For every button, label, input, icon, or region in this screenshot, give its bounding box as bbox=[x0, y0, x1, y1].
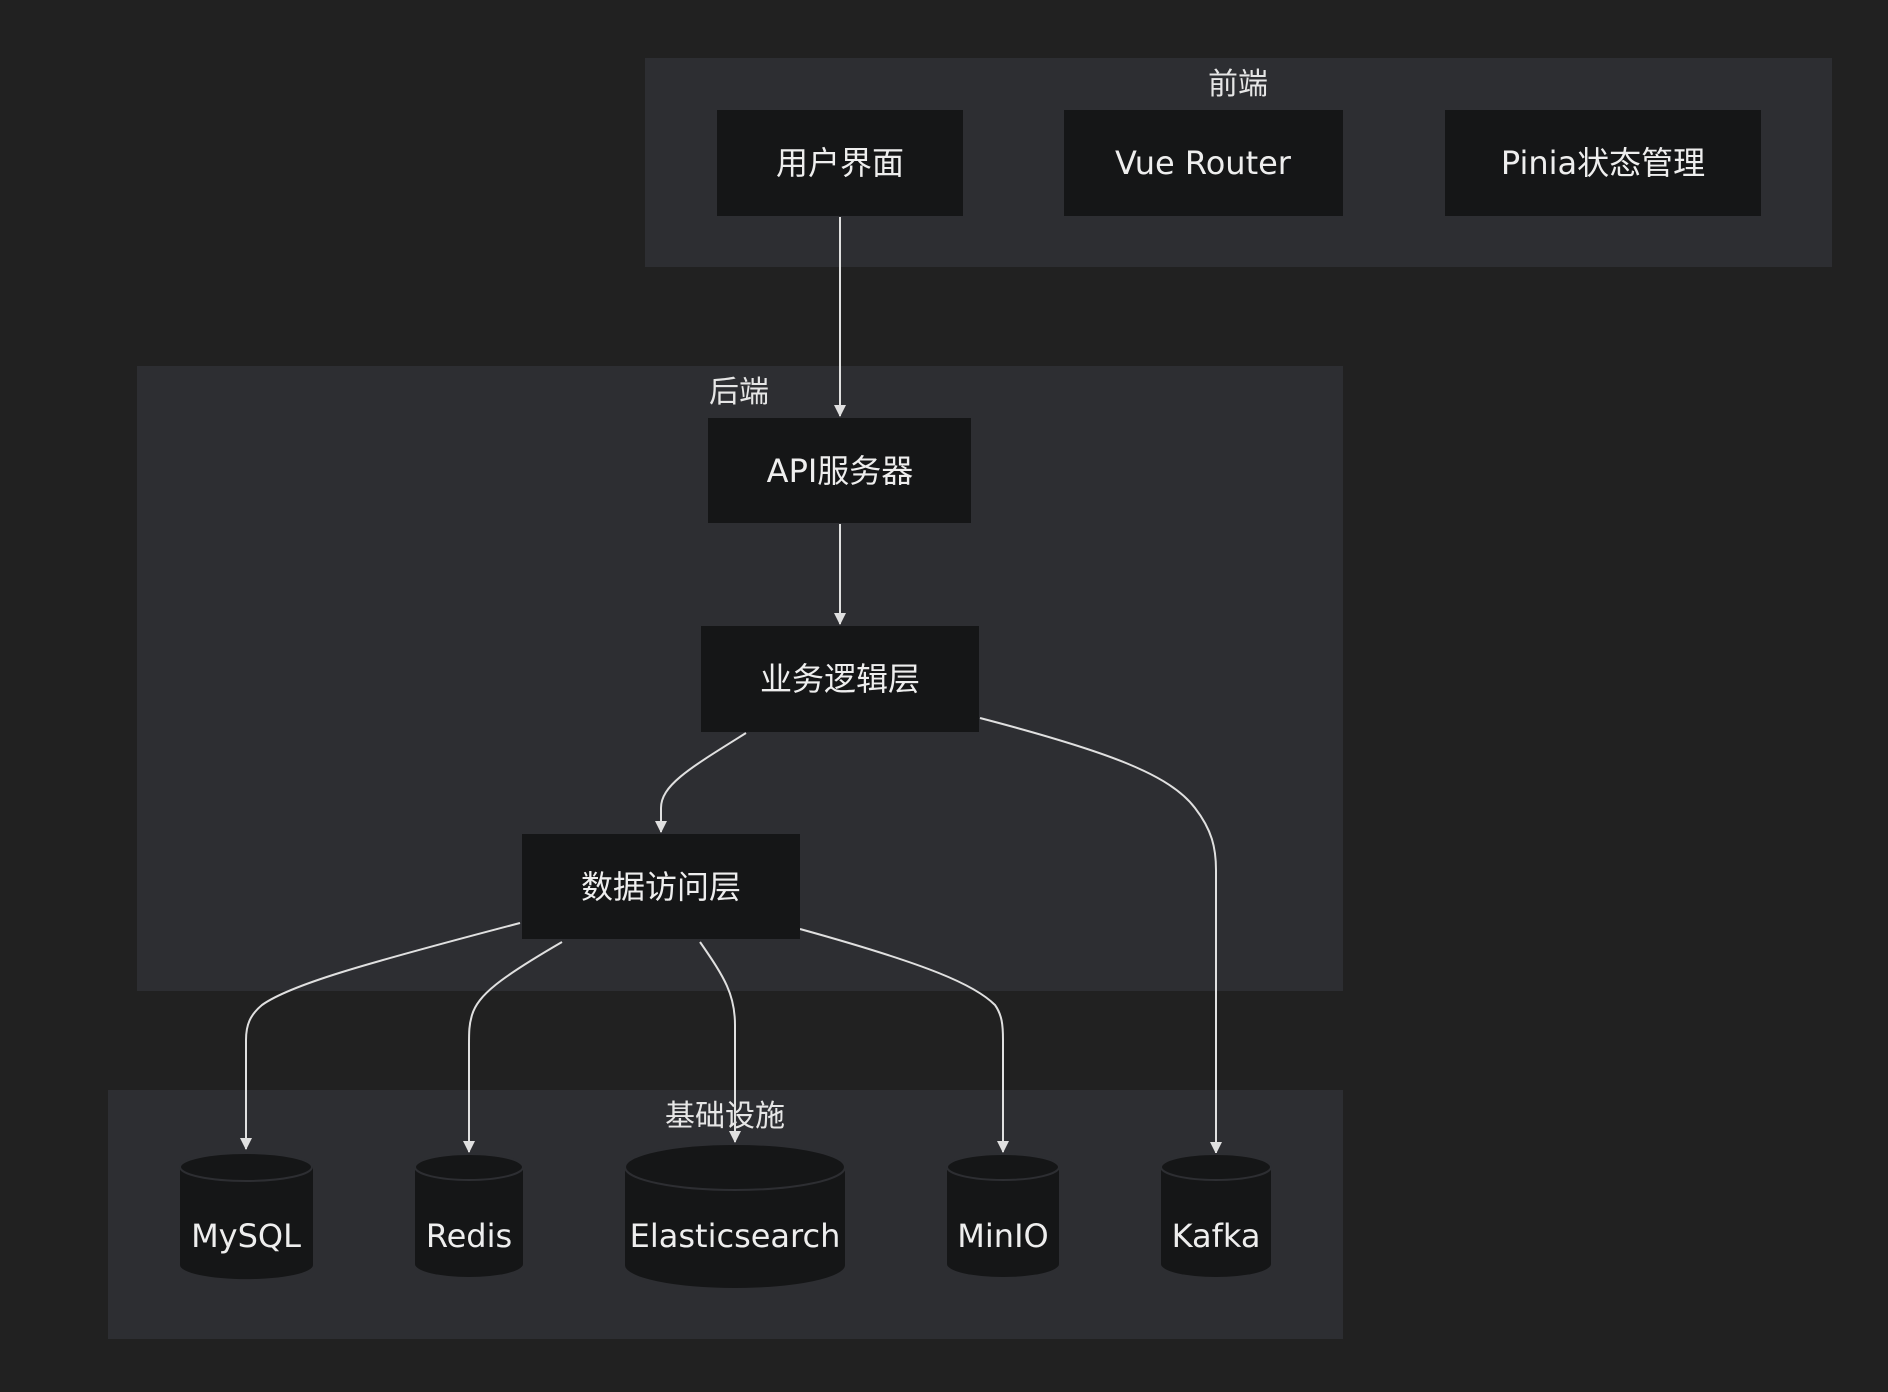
node-kafka: Kafka bbox=[1160, 1153, 1272, 1277]
node-elasticsearch-label: Elasticsearch bbox=[630, 1217, 841, 1255]
node-redis-label: Redis bbox=[426, 1217, 512, 1255]
node-ui-label: 用户界面 bbox=[776, 144, 904, 182]
edge-biz-dal bbox=[655, 732, 747, 833]
node-router-label: Vue Router bbox=[1115, 144, 1292, 182]
node-pinia: Pinia状态管理 bbox=[1445, 110, 1761, 216]
edge-dal-mysql bbox=[240, 922, 521, 1150]
edge-biz-kafka bbox=[979, 717, 1222, 1154]
node-ui: 用户界面 bbox=[717, 110, 963, 216]
edge-dal-redis bbox=[463, 941, 563, 1153]
node-redis: Redis bbox=[414, 1153, 524, 1277]
node-pinia-label: Pinia状态管理 bbox=[1501, 144, 1705, 182]
node-mysql: MySQL bbox=[179, 1152, 313, 1280]
cluster-backend-label: 后端 bbox=[709, 375, 769, 410]
edge-dal-minio bbox=[799, 928, 1009, 1153]
node-minio: MinIO bbox=[946, 1153, 1060, 1277]
node-minio-label: MinIO bbox=[957, 1217, 1048, 1255]
edges bbox=[240, 217, 1222, 1154]
node-api: API服务器 bbox=[708, 418, 971, 523]
node-api-label: API服务器 bbox=[767, 452, 914, 490]
node-router: Vue Router bbox=[1064, 110, 1343, 216]
cluster-infra-label: 基础设施 bbox=[665, 1099, 785, 1134]
node-dal-label: 数据访问层 bbox=[581, 868, 741, 906]
node-biz: 业务逻辑层 bbox=[701, 626, 979, 732]
node-elasticsearch: Elasticsearch bbox=[624, 1143, 846, 1288]
node-mysql-label: MySQL bbox=[191, 1217, 301, 1255]
cluster-frontend-label: 前端 bbox=[1208, 67, 1268, 102]
node-dal: 数据访问层 bbox=[522, 834, 800, 939]
node-kafka-label: Kafka bbox=[1172, 1217, 1261, 1255]
node-biz-label: 业务逻辑层 bbox=[760, 660, 920, 698]
edge-dal-es bbox=[699, 941, 741, 1143]
